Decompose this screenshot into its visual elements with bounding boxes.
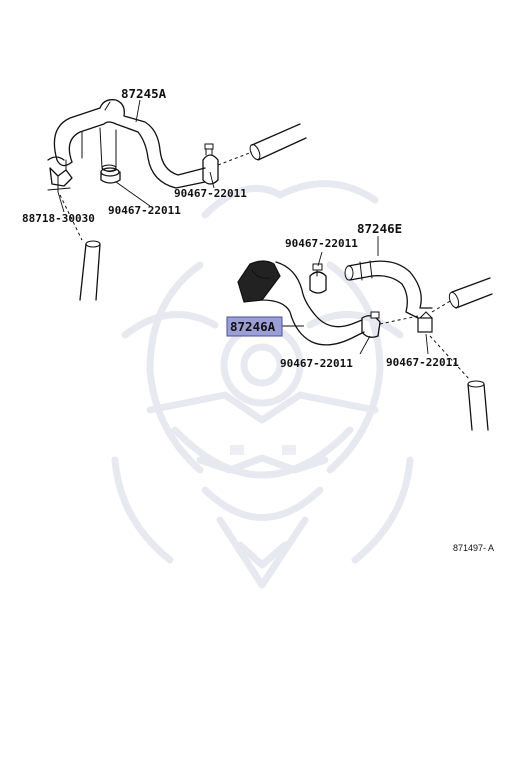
label-88718-30030[interactable]: 88718-30030	[22, 212, 95, 225]
hose-87245a-drawing	[53, 99, 206, 189]
clamp-mid-top-drawing	[309, 263, 327, 294]
clamp-upper-left-drawing	[100, 167, 121, 184]
label-87245a[interactable]: 87245A	[121, 86, 167, 101]
clamp-right-drawing	[417, 311, 433, 333]
leader-lines	[57, 99, 429, 355]
pipe-lower-left	[59, 194, 101, 301]
label-clamp-mid-bottom[interactable]: 90467-22011	[280, 357, 353, 370]
hose-87246a-drawing	[237, 260, 365, 346]
clamp-mid-bottom-drawing	[361, 311, 381, 338]
label-87246a[interactable]: 87246A	[230, 319, 276, 334]
label-87246e[interactable]: 87246E	[357, 221, 402, 236]
pipe-lower-right	[429, 335, 489, 431]
clamp-upper-right-drawing	[202, 143, 219, 185]
label-clamp-right[interactable]: 90467-22011	[386, 356, 459, 369]
hose-87246e-drawing	[344, 260, 433, 319]
watermark-logo	[111, 180, 414, 589]
pipe-right	[431, 277, 493, 313]
highlight-box	[226, 316, 283, 337]
label-clamp-upper-right[interactable]: 90467-22011	[174, 187, 247, 200]
pipe-upper-right	[217, 123, 307, 166]
diagram-reference-code: 871497- A	[453, 543, 494, 553]
label-clamp-mid-top[interactable]: 90467-22011	[285, 237, 358, 250]
clip-88718-drawing	[47, 156, 73, 193]
label-clamp-upper-left[interactable]: 90467-22011	[108, 204, 181, 217]
connector-dash	[379, 315, 419, 325]
